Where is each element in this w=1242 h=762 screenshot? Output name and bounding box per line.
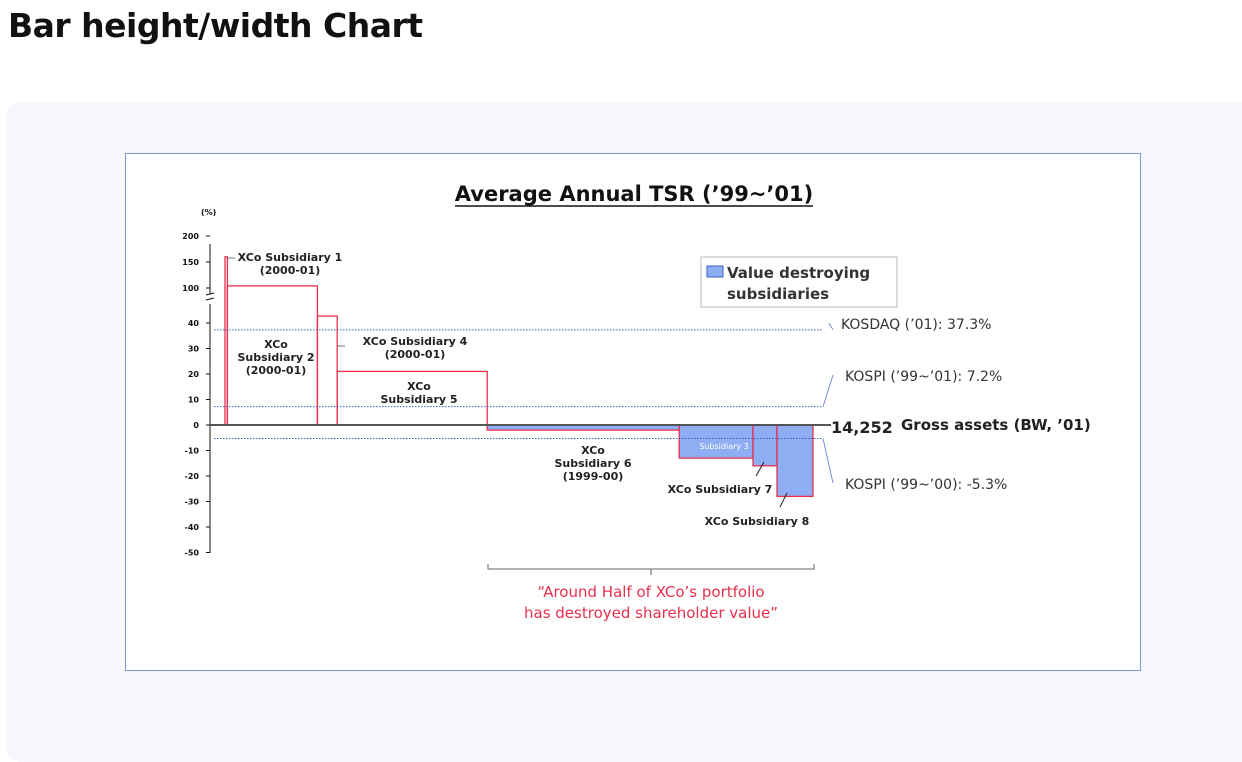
y-tick-label: 150 [182,258,199,267]
bar-7 [752,424,778,467]
y-tick-label: 0 [193,421,199,430]
reference-label: KOSPI (’99~’01): 7.2% [845,369,1002,385]
bar-label-3: Subsidiary 3 [699,442,748,451]
y-tick-label: 40 [188,319,200,328]
y-axis-break-mark [205,292,215,301]
y-tick-label: -30 [185,498,200,507]
y-tick-label: 200 [182,232,199,241]
y-tick-label: 10 [188,396,200,405]
chart-figure: Average Annual TSR (’99~’01) (%) KOSDAQ … [125,153,1141,671]
bar-3 [316,315,338,426]
y-tick-label: -10 [185,447,200,456]
legend-label: Value destroying [727,264,870,282]
y-unit-label: (%) [201,208,216,217]
y-tick-label: -50 [185,549,200,558]
y-tick-label: -40 [185,523,200,532]
y-tick-label: 100 [182,284,199,293]
portfolio-brace [487,564,815,575]
reference-leader [822,374,834,407]
reference-label: KOSPI (’99~’00): -5.3% [845,477,1007,493]
reference-leader [828,322,834,331]
y-tick-label: 20 [188,370,200,379]
bar-label-4: XCo Subsidiary 4(2000-01) [363,335,468,361]
tsr-chart: Average Annual TSR (’99~’01) (%) KOSDAQ … [182,182,1091,622]
chart-title: Average Annual TSR (’99~’01) [455,182,813,206]
bar-8 [776,424,814,498]
bar-label-8: XCo Subsidiary 8 [705,515,810,528]
annotation-line-2: has destroyed shareholder value” [524,604,778,622]
bar-label-7-arrow [755,461,765,477]
bar-label-1: XCo Subsidiary 1(2000-01) [238,251,343,277]
y-tick-label: -20 [185,472,200,481]
reference-label: KOSDAQ (’01): 37.3% [841,317,992,333]
x-axis-label: Gross assets (BW, ’01) [901,416,1091,434]
x-axis-total-value: 14,252 [831,418,893,437]
legend-swatch [706,265,724,278]
y-tick-label: 30 [188,345,200,354]
page-title: Bar height/width Chart [8,6,423,45]
annotation-line-1: “Around Half of XCo’s portfolio [537,583,764,601]
reference-leader [822,438,834,484]
bar-label-7: XCo Subsidiary 7 [668,483,773,496]
legend-box [700,256,898,308]
legend-label-2: subsidiaries [727,285,829,303]
bar-label-8-arrow [779,492,788,508]
